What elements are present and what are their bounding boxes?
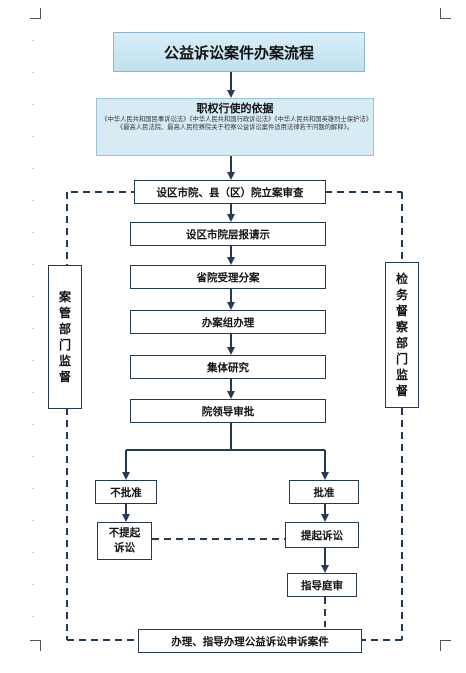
step-leader-approval-label: 院领导审批 <box>201 405 255 418</box>
step-guide-trial-label: 指导庭审 <box>301 579 343 592</box>
step-report-request: 设区市院层报请示 <box>130 222 326 246</box>
step-reject: 不批准 <box>95 480 157 504</box>
step-filing-review: 设区市院、县（区）院立案审查 <box>134 180 326 204</box>
step-file-suit: 提起诉讼 <box>285 522 359 548</box>
step-filing-review-label: 设区市院、县（区）院立案审查 <box>156 186 304 199</box>
legal-basis-box: 职权行使的依据 《中华人民共和国民事诉讼法》《中华人民共和国行政诉讼法》《中华人… <box>96 98 374 156</box>
step-final-handling-label: 办理、指导办理公益诉讼申诉案件 <box>171 635 329 648</box>
step-no-suit: 不提起诉讼 <box>97 522 152 560</box>
step-file-suit-label: 提起诉讼 <box>301 529 343 542</box>
legal-basis-text: 《中华人民共和国民事诉讼法》《中华人民共和国行政诉讼法》《中华人民共和国英雄烈士… <box>101 116 369 132</box>
step-leader-approval: 院领导审批 <box>130 399 326 423</box>
step-collective-study: 集体研究 <box>130 355 326 379</box>
crop-mark-top-right <box>440 8 451 19</box>
step-approve-label: 批准 <box>313 486 335 499</box>
step-no-suit-label: 不提起诉讼 <box>108 527 141 554</box>
step-team-handling: 办案组办理 <box>130 310 326 334</box>
step-report-request-label: 设区市院层报请示 <box>186 228 270 241</box>
margin-dots <box>32 40 34 640</box>
step-guide-trial: 指导庭审 <box>287 573 357 597</box>
side-inspection-label: 检务督察部门监督 <box>395 272 408 398</box>
step-reject-label: 不批准 <box>110 486 142 499</box>
legal-basis-heading: 职权行使的依据 <box>196 102 274 115</box>
step-accept-assign-label: 省院受理分案 <box>196 271 260 284</box>
step-team-handling-label: 办案组办理 <box>201 316 255 329</box>
step-final-handling: 办理、指导办理公益诉讼申诉案件 <box>138 629 362 653</box>
side-case-management-supervision: 案管部门监督 <box>48 265 82 409</box>
flowchart-title-text: 公益诉讼案件办案流程 <box>163 43 314 62</box>
side-case-management-label: 案管部门监督 <box>58 290 71 384</box>
step-approve: 批准 <box>289 480 359 504</box>
step-accept-assign: 省院受理分案 <box>130 265 326 289</box>
step-collective-study-label: 集体研究 <box>207 361 249 374</box>
side-inspection-supervision: 检务督察部门监督 <box>385 262 419 408</box>
crop-mark-top-left <box>30 8 41 19</box>
crop-mark-bottom-right <box>440 640 451 651</box>
flowchart-title: 公益诉讼案件办案流程 <box>113 32 365 72</box>
crop-mark-bottom-left <box>30 640 41 651</box>
